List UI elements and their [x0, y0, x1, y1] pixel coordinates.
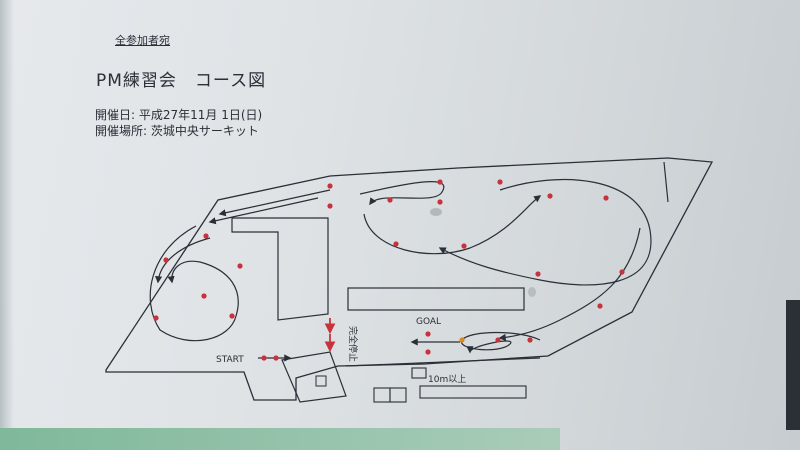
- pylon: [153, 315, 159, 321]
- pylon: [237, 263, 243, 269]
- pylon: [273, 355, 279, 361]
- pylon: [597, 303, 603, 309]
- pylon: [387, 197, 393, 203]
- circuit-edge-right: [663, 161, 669, 203]
- course-line-top-straight: [218, 189, 331, 217]
- long-box: [419, 385, 527, 399]
- pylon-orange: [459, 337, 465, 343]
- paper-edge-shadow: [0, 0, 14, 450]
- event-date: 開催日: 平成27年11月 1日(日): [95, 108, 263, 122]
- pylon: [495, 337, 501, 343]
- smudge: [528, 287, 536, 297]
- pylon: [497, 179, 503, 185]
- document-title: PM練習会 コース図: [96, 71, 267, 91]
- pylon: [327, 203, 333, 209]
- pylon: [203, 233, 209, 239]
- small-box-1: [373, 387, 391, 403]
- small-box-2: [389, 387, 407, 403]
- course-line-right-outer: [498, 227, 641, 342]
- side-object: [786, 300, 800, 430]
- pylon: [619, 269, 625, 275]
- pylon: [261, 355, 267, 361]
- course-line-right-loop: [438, 178, 652, 286]
- pit-building: [347, 287, 525, 311]
- course-line-center-s: [359, 181, 445, 206]
- straight-line-bottom: [345, 357, 541, 367]
- table-surface: [0, 428, 560, 450]
- pylon: [527, 337, 533, 343]
- pylon: [425, 331, 431, 337]
- goal-marker-box: [411, 367, 427, 379]
- pylon: [603, 195, 609, 201]
- course-line-top-straight-2: [208, 197, 319, 225]
- pylon: [425, 349, 431, 355]
- paddock-box: [315, 375, 327, 387]
- pylon: [327, 183, 333, 189]
- pylon: [229, 313, 235, 319]
- pylon: [437, 199, 443, 205]
- smudge: [430, 208, 442, 216]
- start-label: START: [216, 355, 244, 365]
- pylon: [535, 271, 541, 277]
- pylon: [461, 243, 467, 249]
- goal-label: GOAL: [416, 317, 441, 327]
- pylon: [393, 241, 399, 247]
- inner-structure-left: [231, 217, 329, 321]
- pylon: [163, 257, 169, 263]
- stop-label: 完全停止: [347, 326, 359, 362]
- pylon: [547, 193, 553, 199]
- distance-label: 10m以上: [428, 374, 466, 385]
- paddock-area: [281, 351, 347, 403]
- pylon: [201, 293, 207, 299]
- pylon: [437, 179, 443, 185]
- addressee-line: 全参加者宛: [115, 34, 170, 47]
- course-line-left-inner: [154, 237, 211, 284]
- course-line-bottom-slalom: [461, 331, 541, 354]
- course-line-center-loop: [363, 195, 542, 255]
- event-venue: 開催場所: 茨城中央サーキット: [95, 124, 259, 138]
- course-line-left-loop: [149, 225, 239, 342]
- pylon-group: [153, 179, 625, 361]
